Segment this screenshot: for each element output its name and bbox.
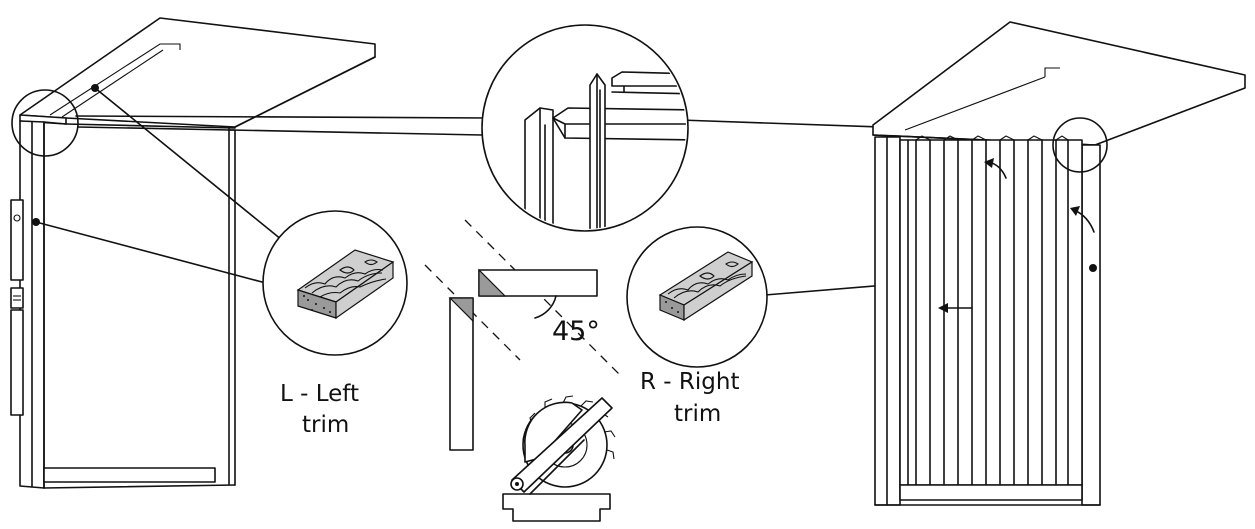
miter-angle-detail [424, 219, 621, 451]
right-trim-label-line1: R - Right [640, 369, 739, 395]
left-trim-profile-circle [262, 210, 408, 356]
miter-saw-icon [502, 395, 616, 522]
top-detail-zoom [481, 24, 689, 232]
left-corner-detail-circle [11, 89, 79, 157]
angle-label: 45° [552, 316, 600, 347]
callout-dot-right-jamb [1089, 264, 1097, 272]
right-trim-profile-circle [626, 226, 768, 368]
right-corner-detail-circle [1052, 117, 1108, 173]
right-door-frame [872, 21, 1246, 506]
right-trim-label-line2: trim [674, 401, 721, 427]
left-trim-label-line2: trim [302, 412, 349, 438]
left-trim-label-line1: L - Left [280, 381, 359, 407]
